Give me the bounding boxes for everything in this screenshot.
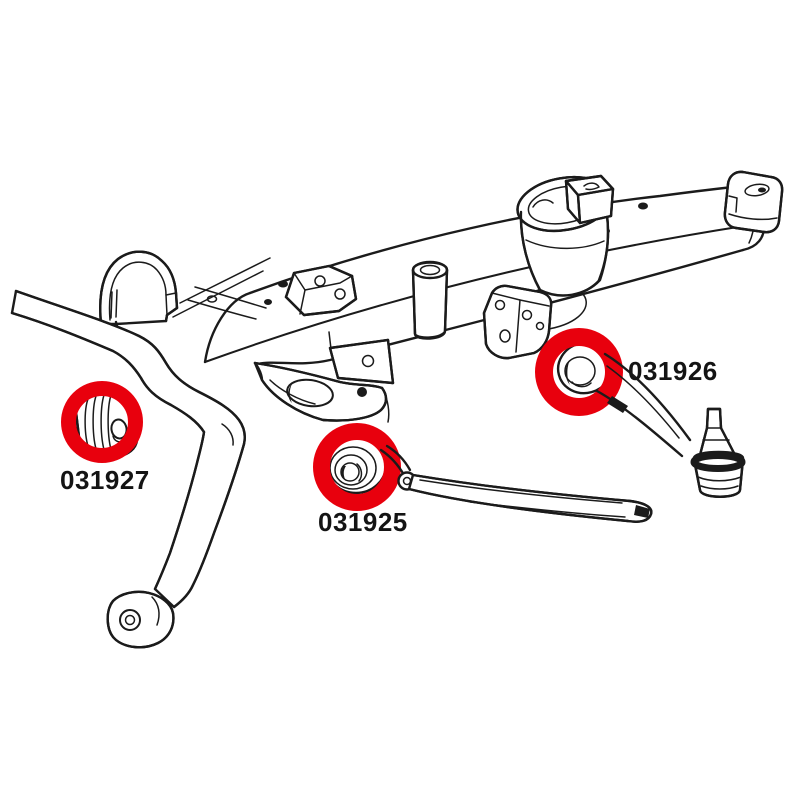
mount-bracket-left — [284, 264, 358, 317]
part-label-031926: 031926 — [628, 356, 718, 386]
sway-bar-clamp — [95, 250, 179, 336]
sway-bar — [10, 289, 246, 649]
rail-end-bracket — [723, 170, 784, 234]
sway-bar-eyelet-hole — [119, 609, 141, 631]
mount-bracket-center — [482, 284, 553, 360]
spring-seat-cup — [516, 174, 615, 297]
highlight-ring-031927 — [61, 381, 143, 463]
bushing-sleeve-tube — [411, 260, 449, 340]
control-arm-rear — [595, 352, 746, 498]
ball-joint — [690, 407, 746, 498]
highlight-ring-031926 — [535, 328, 623, 416]
subframe-rail — [172, 185, 766, 423]
bushing-hole-031927 — [110, 418, 128, 440]
highlight-ring-031925 — [313, 423, 401, 511]
control-arm-mount — [253, 331, 395, 422]
part-label-031925: 031925 — [318, 507, 408, 537]
foreground-line-art — [379, 352, 746, 523]
tension-strut-arm — [379, 444, 653, 523]
part-label-031927: 031927 — [60, 465, 150, 495]
